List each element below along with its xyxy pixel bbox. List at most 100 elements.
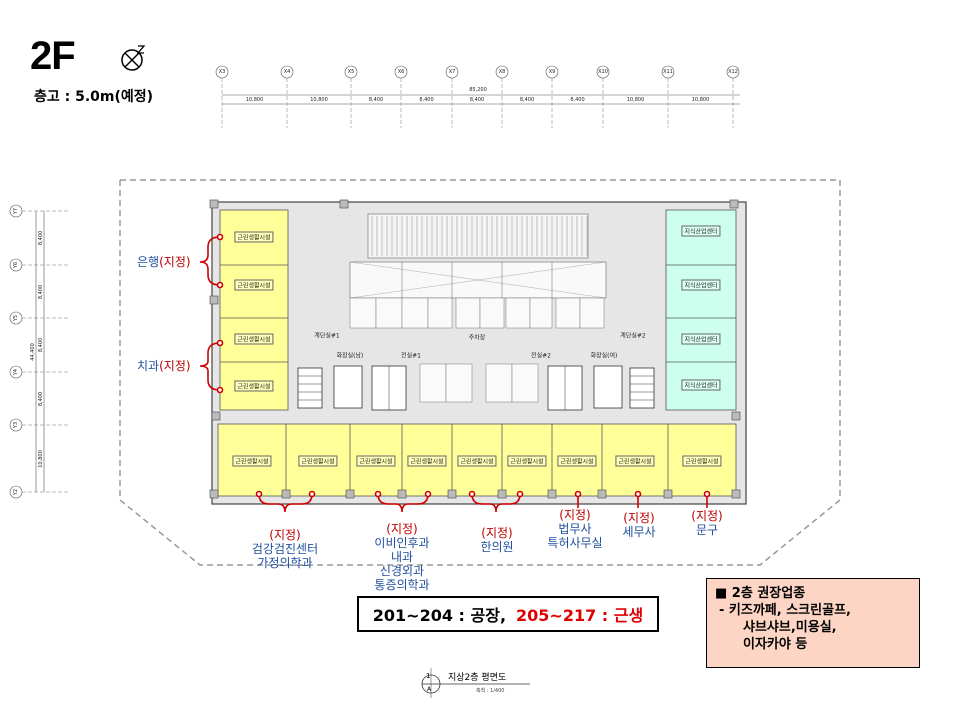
core-left [297,365,407,411]
y-span-dimension: 8,400 [38,230,44,246]
bottom-retail-units [217,423,737,497]
core-right [547,365,655,411]
recommended-business-box: ■ 2층 권장업종 - 키즈까페, 스크린골프, 샤브샤브,미용실, 이자카야 … [706,578,920,668]
structural-column [345,489,355,499]
oriental-annotation: (지정) 한의원 [480,526,514,554]
y-axis-label: Y4 [13,368,19,376]
unit-label: 근린생활시설 [507,455,547,467]
dental-annotation: 치과(지정) [137,359,191,373]
span-dimension: 10,800 [691,97,710,103]
structural-column [729,199,739,209]
structural-columns [209,199,741,499]
structural-column [209,489,219,499]
span-dimension: 8,400 [368,97,384,103]
y-span-dimension: 8,400 [38,284,44,299]
unit-label: 지식산업센터 [681,379,721,391]
span-dimension: 10,800 [310,97,328,103]
x-axis-label: X8 [498,69,506,75]
x-axis-label: X4 [283,69,291,75]
span-dimension: 8,400 [469,97,485,103]
structural-column [211,411,221,421]
structural-column [547,489,557,499]
x-axis-label: X7 [448,69,456,75]
use-summary-box: 201~204 : 공장, 205~217 : 근생 [357,596,659,632]
x-axis-bubbles [215,65,740,128]
site-boundary [119,179,841,566]
unit-label: 근린생활시설 [615,455,655,467]
span-dimension: 8,400 [570,97,585,103]
restroom-male-label: 화장실(남) [336,352,364,360]
unit-label: 근린생활시설 [682,455,722,467]
structural-column [339,199,349,209]
unit-label: 근린생활시설 [557,455,597,467]
y-axis-label: Y7 [13,207,19,215]
x-axis-label: X6 [397,69,405,75]
unit-label: 지식산업센터 [681,333,721,345]
unit-label: 근린생활시설 [356,455,396,467]
recommended-item: 샤브샤브,미용실, [743,620,837,635]
stair1-label: 계단실#1 [314,332,340,340]
span-dimension: 8,400 [419,97,434,103]
unit-label: 근린생활시설 [457,455,497,467]
recommended-item: 이자카야 등 [743,637,808,652]
caption-scale: 축척 : 1/400 [476,688,505,694]
x-axis-label: X3 [218,69,226,75]
y-axis-label: Y2 [13,488,19,496]
unit-label: 근린생활시설 [298,455,338,467]
x-axis-label: X12 [728,69,738,75]
left-retail-units [219,209,289,411]
elec-room1-label: 전실#1 [401,352,421,360]
x-axis-label: X5 [347,69,355,75]
parking-label: 주차장 [468,334,486,342]
recommended-item: - 키즈까페, 스크린골프, [719,603,851,618]
span-dimension: 10,800 [245,97,264,103]
structural-column [209,199,219,209]
structural-column [497,489,507,499]
unit-label: 근린생활시설 [234,231,274,243]
legal-annotation: (지정) 법무사 특허사무실 [547,508,603,550]
parking-ramp [349,213,607,299]
checkup-annotation: (지정) 검강검진센터 가정의학과 [251,528,319,570]
y-axis-bubbles [9,204,70,499]
elec-room2-label: 전실#2 [531,352,551,360]
overall-y-dimension: 44,400 [30,343,36,361]
bank-annotation: 은행(지정) [137,255,191,269]
x-axis-label: X10 [598,69,608,75]
y-axis-label: Y5 [13,314,19,322]
unit-label: 근린생활시설 [234,333,274,345]
right-knowledge-units [665,209,737,411]
annotation-brackets [199,233,711,513]
north-arrow-icon [121,45,146,71]
x-axis-label: X11 [663,69,673,75]
structural-column [281,489,291,499]
unit-label: 지식산업센터 [681,279,721,291]
stationery-annotation: (지정) 문구 [691,509,723,537]
y-span-dimension: 8,400 [38,337,44,353]
factory-range: 201~204 : 공장, [372,606,507,625]
span-dimension: 8,400 [519,97,535,103]
y-span-dimension: 10,800 [38,449,44,468]
recommended-title: ■ 2층 권장업종 [715,586,806,601]
caption-sub: A [427,686,432,693]
structural-column [597,489,607,499]
unit-label: 근린생활시설 [232,455,272,467]
caption-title: 지상2층 평면도 [448,673,507,683]
y-axis-label: Y3 [13,421,19,429]
structural-column [447,489,457,499]
retail-range: 205~217 : 근생 [516,606,644,625]
y-axis-label: Y6 [13,261,19,269]
x-axis-grid [222,94,740,105]
caption-symbol [421,668,530,698]
span-dimension: 10,800 [626,97,645,103]
floor-title: 2F [30,34,76,78]
tax-annotation: (지정) 세무사 [622,511,656,539]
x-axis-label: X9 [548,69,556,75]
parking-stalls [349,297,605,403]
structural-column [209,295,219,305]
unit-label: 지식산업센터 [681,225,721,237]
unit-label: 근린생활시설 [234,279,274,291]
caption-number: 1 [426,672,431,680]
structural-column [731,489,741,499]
structural-column [397,489,407,499]
